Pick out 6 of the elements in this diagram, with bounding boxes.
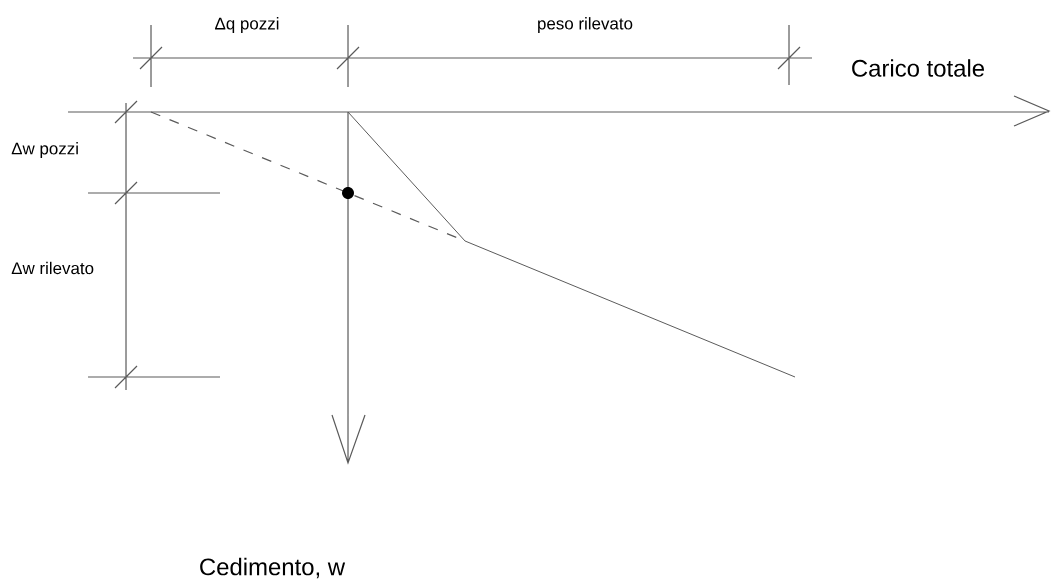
dimension-label: peso rilevato xyxy=(538,17,633,33)
axis-label: Cedimento, w xyxy=(200,557,346,579)
axis-label: Carico totale xyxy=(852,59,984,77)
dimension-label: Δw rilevato xyxy=(11,261,94,275)
dimension-label: Δw pozzi xyxy=(11,142,78,158)
dimension-label: Δq pozzi xyxy=(215,17,279,33)
